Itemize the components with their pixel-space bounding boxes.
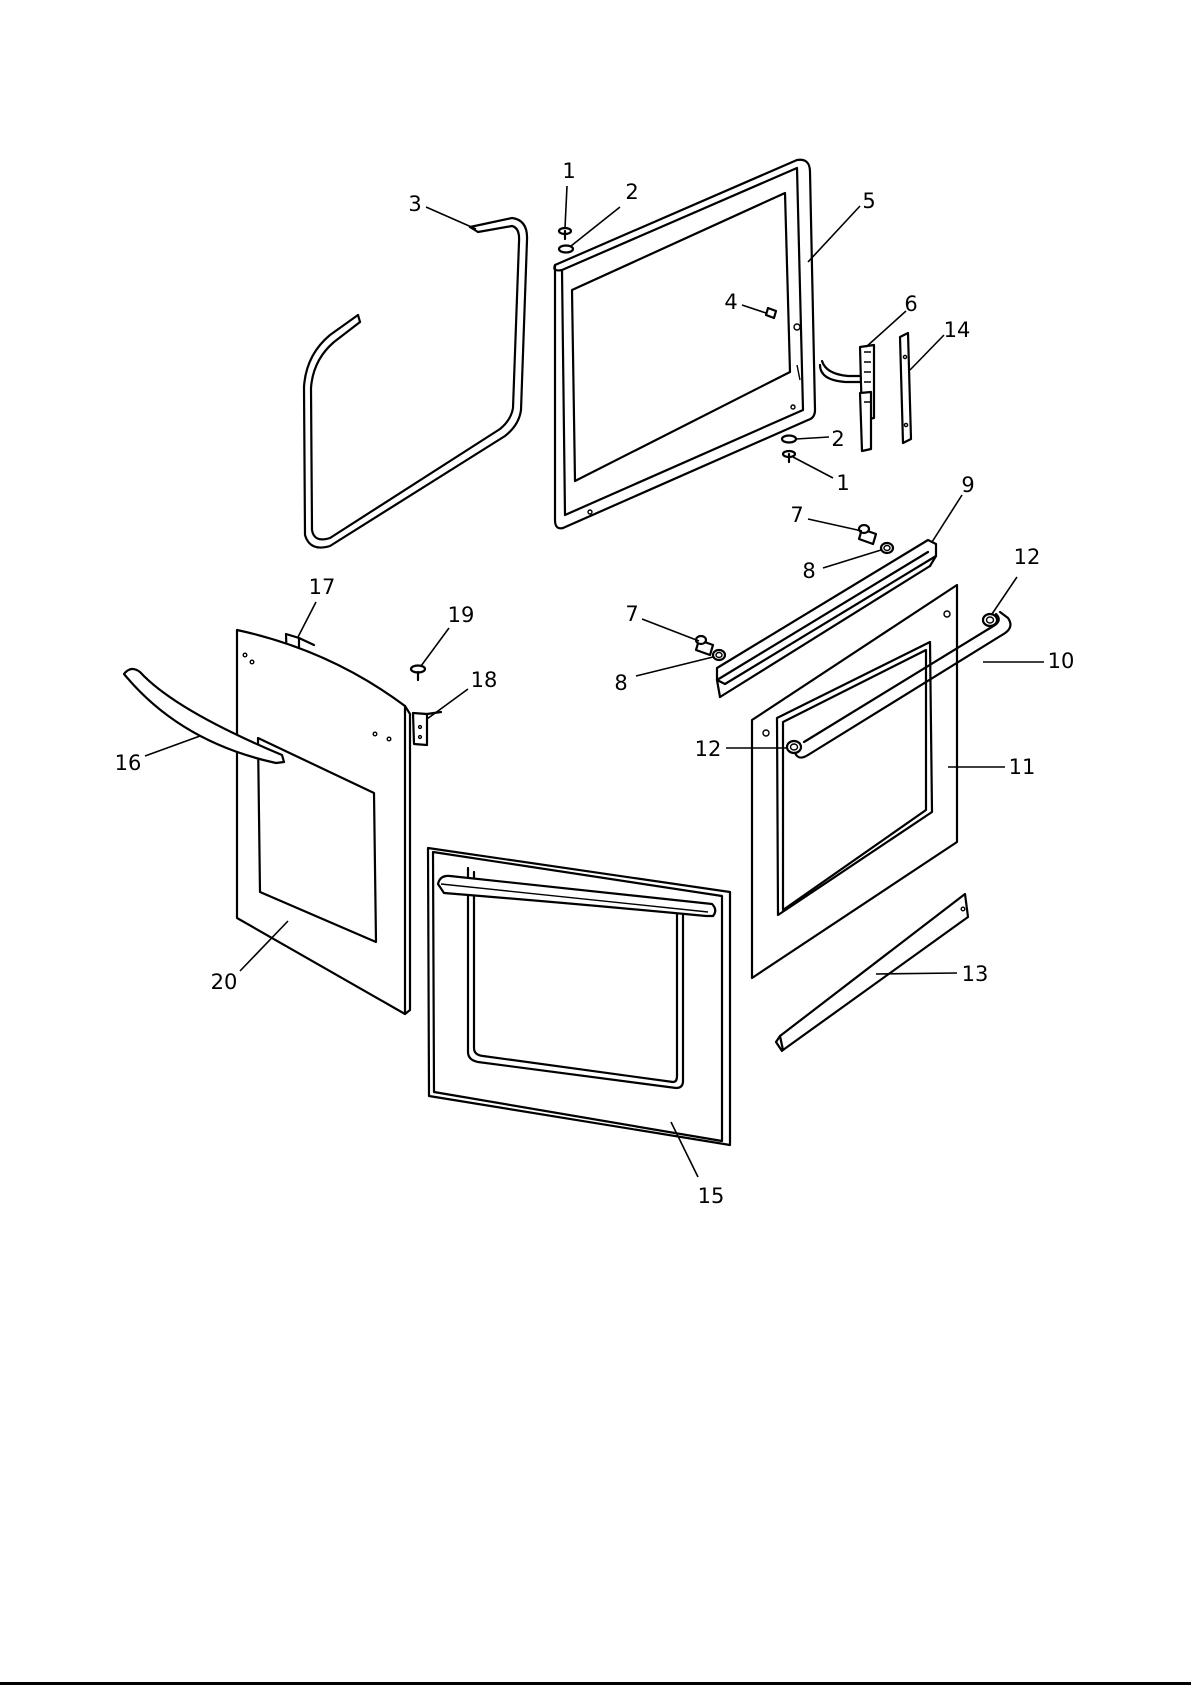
part-8-washer-lower xyxy=(713,650,725,660)
callout-12-lower: 12 xyxy=(695,737,722,761)
callout-2-bottom: 2 xyxy=(831,427,844,451)
callout-8-lower: 8 xyxy=(614,671,627,695)
callout-6: 6 xyxy=(904,292,917,316)
leader-8-upper xyxy=(823,550,881,568)
callout-19: 19 xyxy=(448,603,475,627)
callout-4: 4 xyxy=(724,290,737,314)
callout-15: 15 xyxy=(698,1184,725,1208)
leader-17 xyxy=(298,602,316,637)
part-8-washer-upper xyxy=(881,543,893,553)
callout-8-upper: 8 xyxy=(802,559,815,583)
leader-19 xyxy=(421,628,449,666)
leader-7-lower xyxy=(642,619,699,641)
leader-1-bottom xyxy=(793,457,833,478)
callout-11: 11 xyxy=(1009,755,1036,779)
leader-13 xyxy=(876,973,957,974)
callout-5: 5 xyxy=(862,189,875,213)
callout-2-top: 2 xyxy=(625,180,638,204)
callout-13: 13 xyxy=(962,962,989,986)
part-7-bushing-upper xyxy=(859,525,876,544)
callout-14: 14 xyxy=(944,318,971,342)
part-20-inner-door-panel xyxy=(237,630,410,1014)
leader-3 xyxy=(426,207,476,229)
part-3-door-seal xyxy=(304,218,527,548)
leader-14 xyxy=(910,335,944,370)
callout-9: 9 xyxy=(961,473,974,497)
callout-1-top: 1 xyxy=(562,159,575,183)
leader-8-lower xyxy=(636,657,713,676)
leader-7-upper xyxy=(808,519,862,531)
leader-5 xyxy=(808,206,860,262)
part-7-bushing-lower xyxy=(696,636,713,655)
part-2-washer-top xyxy=(559,246,573,253)
part-1-screw-bottom xyxy=(783,451,795,462)
part-1-screw-top xyxy=(559,228,571,239)
leader-18 xyxy=(427,689,468,719)
part-14-hinge-plate xyxy=(900,333,911,443)
part-12-handle-end-lower xyxy=(787,741,801,753)
part-4-screw xyxy=(766,308,776,318)
leader-1-top xyxy=(565,186,567,228)
callout-1-bottom: 1 xyxy=(836,471,849,495)
callout-10: 10 xyxy=(1048,649,1075,673)
callout-16: 16 xyxy=(115,751,142,775)
callout-7-upper: 7 xyxy=(790,503,803,527)
part-18-bracket xyxy=(413,712,441,745)
leader-2-bottom xyxy=(796,437,829,439)
callout-7-lower: 7 xyxy=(625,602,638,626)
leader-12-upper xyxy=(992,577,1017,614)
leader-9 xyxy=(932,495,962,542)
part-2-washer-bottom xyxy=(782,436,796,443)
callout-20: 20 xyxy=(211,970,238,994)
callout-3: 3 xyxy=(408,192,421,216)
leader-16 xyxy=(145,736,200,756)
callout-17: 17 xyxy=(309,575,336,599)
part-6-hinge xyxy=(820,345,874,451)
callout-12-upper: 12 xyxy=(1014,545,1041,569)
callout-18: 18 xyxy=(471,668,498,692)
part-15-outer-door-glass xyxy=(428,848,730,1145)
part-19-screw xyxy=(411,666,425,681)
part-5-inner-door-frame xyxy=(554,160,815,529)
